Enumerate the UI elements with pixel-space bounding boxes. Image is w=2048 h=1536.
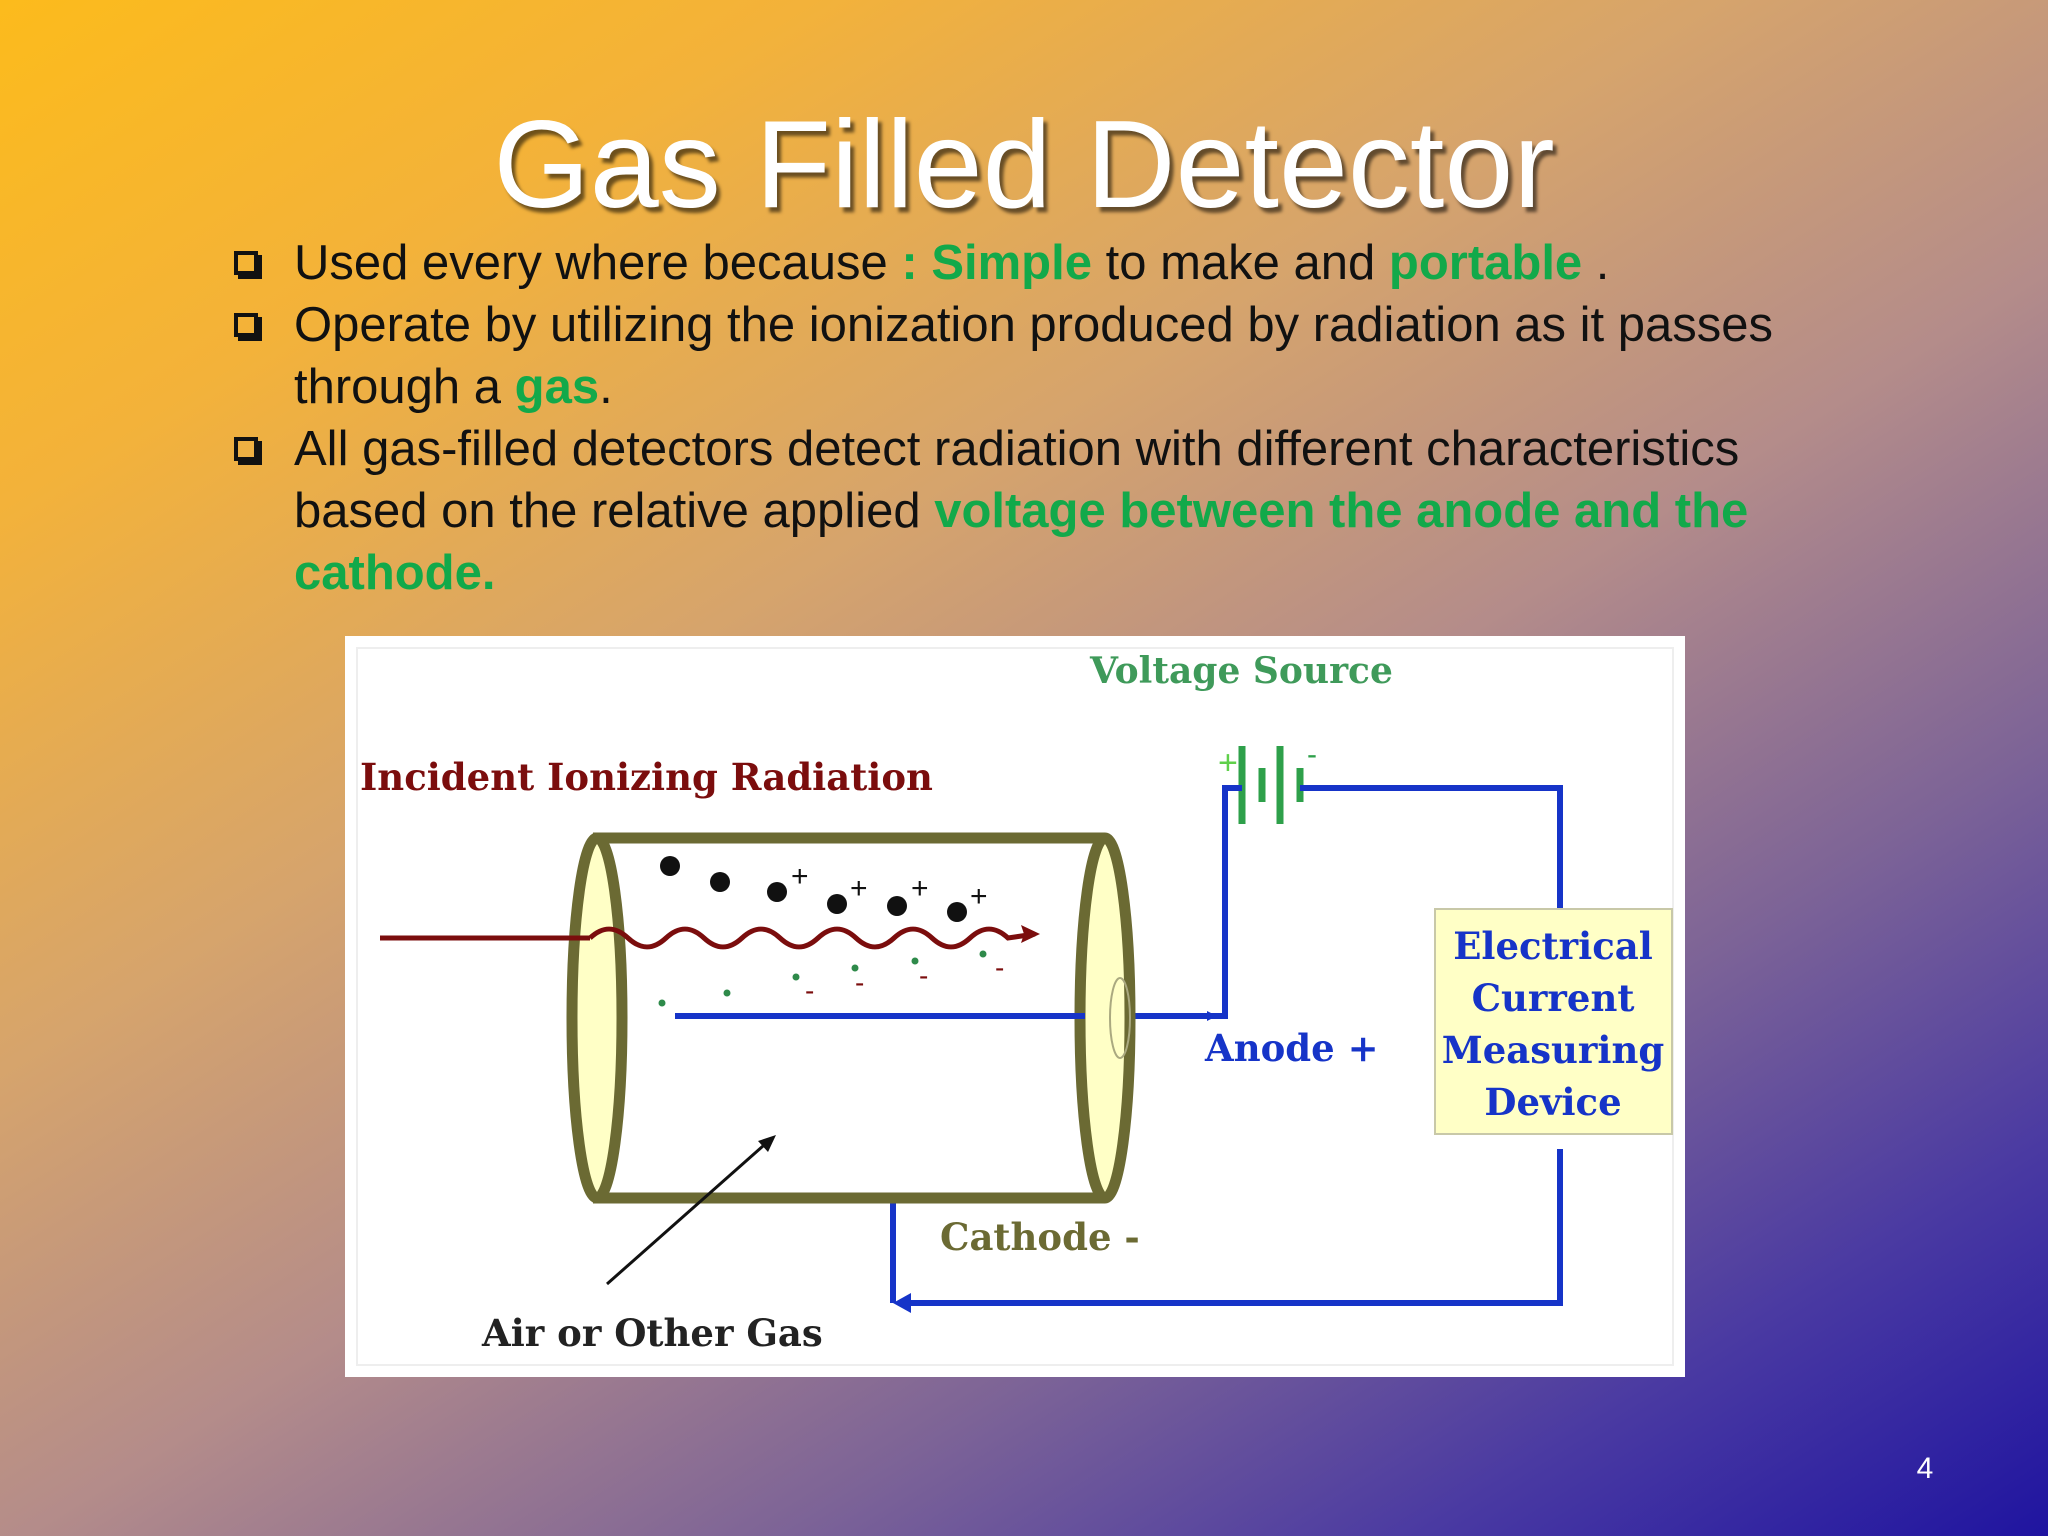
page-number: 4 (1916, 1452, 1934, 1485)
detector-diagram-svg: Voltage Source + - Incident Ionizing Rad… (356, 647, 1674, 1366)
cathode-label: Cathode - (940, 1215, 1140, 1259)
radiation-arrow-icon (1021, 925, 1040, 943)
electron-charge-label: - (855, 967, 864, 998)
bullet-item: Used every where because : Simple to mak… (232, 232, 1882, 294)
gas-pointer-arrow-icon (758, 1135, 776, 1152)
ion-charge-label: + (850, 872, 868, 905)
measuring-device-box (1434, 908, 1673, 1135)
voltage-source-label: Voltage Source (1089, 650, 1393, 692)
incident-radiation-label: Incident Ionizing Radiation (360, 755, 933, 799)
bullet-item: Operate by utilizing the ionization prod… (232, 294, 1882, 418)
checkbox-bullet-icon (234, 437, 258, 461)
device-label-line4: Device (1484, 1080, 1621, 1124)
battery-minus-label: - (1307, 738, 1317, 771)
bullet-item: All gas-filled detectors detect radiatio… (232, 418, 1882, 604)
battery-icon (1238, 746, 1304, 824)
electron-charge-label: - (995, 952, 1004, 983)
ion-charge-label: + (911, 872, 929, 905)
anode-label: Anode + (1204, 1026, 1379, 1070)
radiation-wave (588, 926, 1036, 950)
detector-diagram: Voltage Source + - Incident Ionizing Rad… (345, 636, 1685, 1377)
gas-pointer-line (606, 1144, 764, 1286)
checkbox-bullet-icon (234, 313, 258, 337)
battery-plus-label: + (1218, 744, 1238, 782)
ion-charge-label: + (791, 860, 809, 893)
bullet-list: Used every where because : Simple to mak… (232, 232, 1882, 604)
device-label-line2: Current (1472, 976, 1635, 1020)
ion-charge-label: + (970, 880, 988, 913)
gas-label: Air or Other Gas (481, 1311, 823, 1355)
electron-dots (658, 950, 987, 1007)
electron-charge-label: - (919, 960, 928, 991)
device-label-line1: Electrical (1453, 924, 1653, 968)
device-label-line3: Measuring (1442, 1028, 1665, 1072)
checkbox-bullet-icon (234, 251, 258, 275)
electron-charge-label: - (805, 975, 814, 1006)
ion-dots (660, 856, 967, 922)
return-arrow-icon (893, 1293, 911, 1313)
slide-title: Gas Filled Detector (493, 96, 1555, 234)
